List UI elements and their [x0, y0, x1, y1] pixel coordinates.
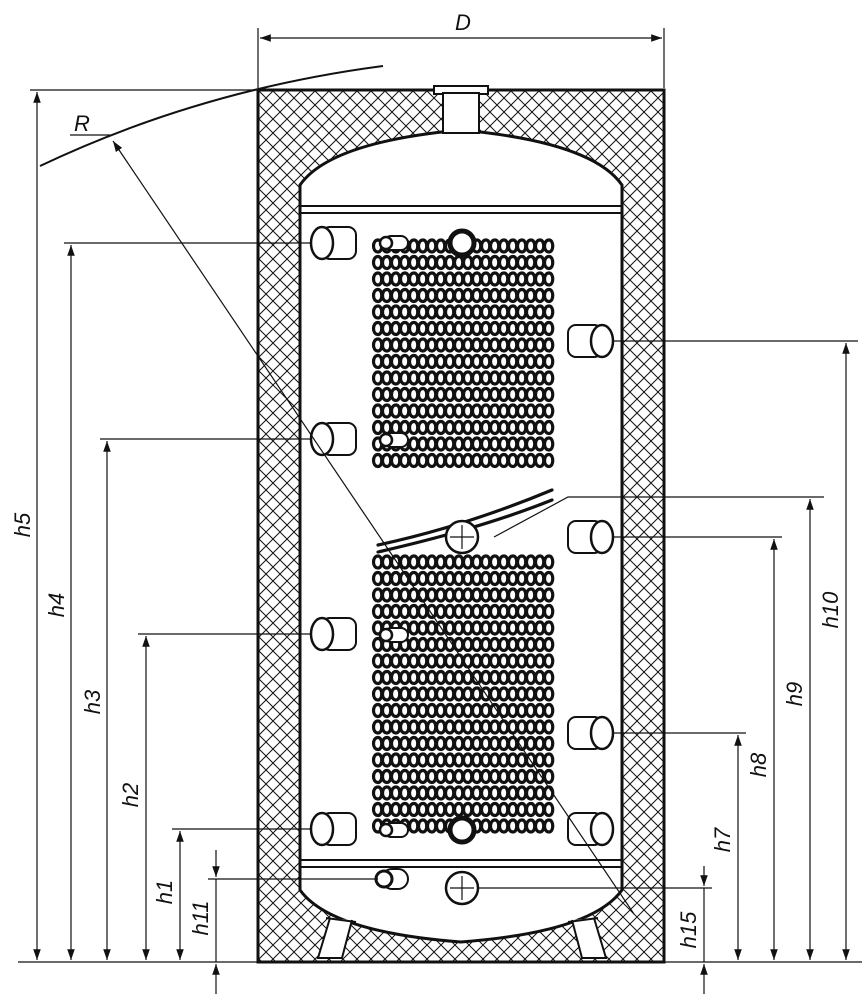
label-h2: h2	[118, 783, 143, 807]
label-h1: h1	[152, 880, 177, 904]
coil-turn-row	[371, 735, 555, 752]
coil-turn-row	[371, 386, 555, 403]
coil-turn-row	[371, 419, 555, 436]
coil-turn-row	[371, 702, 555, 719]
heat-exchanger-coils	[371, 238, 555, 834]
connection-port	[567, 323, 615, 359]
label-h10: h10	[818, 591, 843, 628]
connection-port	[309, 811, 357, 847]
coil-turn-row	[371, 554, 555, 570]
sensor-sleeves	[374, 235, 409, 890]
coil-turn-row	[371, 587, 555, 603]
coil-turn-row	[371, 304, 555, 320]
connection-port	[567, 715, 615, 751]
coil-turn-row	[371, 254, 555, 271]
coil-turn-row	[371, 719, 555, 735]
label-h9: h9	[782, 682, 807, 706]
connection-port	[309, 421, 357, 457]
top-nozzle	[433, 85, 489, 134]
coil-connectors	[444, 228, 480, 906]
coil-turn-row	[371, 686, 555, 702]
label-d: D	[455, 10, 471, 35]
dimension-labels: D R h5 h4 h3 h2 h1 h11 h15 h7 h8 h9 h10	[10, 10, 843, 948]
connection-port	[309, 616, 357, 652]
coil-turn-row	[371, 636, 555, 653]
label-h7: h7	[710, 827, 735, 852]
coil-turn-row	[371, 801, 555, 818]
label-h4: h4	[44, 593, 69, 617]
coil-turn-row	[371, 570, 555, 587]
coil-turn-row	[371, 752, 555, 768]
label-h15: h15	[676, 911, 701, 948]
support-legs	[316, 917, 608, 959]
coil-turn-row	[371, 452, 555, 469]
coil-turn-row	[371, 669, 555, 686]
coil-turn-row	[371, 320, 555, 337]
connection-port	[567, 519, 615, 555]
coil-turn-row	[371, 603, 555, 620]
coil-turn-row	[371, 271, 555, 287]
label-r: R	[74, 111, 90, 136]
label-h3: h3	[80, 689, 105, 714]
label-h8: h8	[746, 752, 771, 777]
coil-turn-row	[371, 785, 555, 801]
coil-turn-row	[371, 403, 555, 419]
coil-turn-row	[371, 370, 555, 386]
dimension-lines	[18, 28, 862, 994]
label-h11: h11	[188, 900, 213, 935]
label-h5: h5	[10, 512, 35, 537]
connection-ports	[309, 225, 615, 847]
coil-turn-row	[371, 653, 555, 669]
connection-port	[567, 811, 615, 847]
coil-turn-row	[371, 353, 555, 370]
coil-turn-row	[371, 768, 555, 785]
connection-port	[309, 225, 357, 261]
coil-turn-row	[371, 337, 555, 353]
coil-turn-row	[371, 287, 555, 304]
